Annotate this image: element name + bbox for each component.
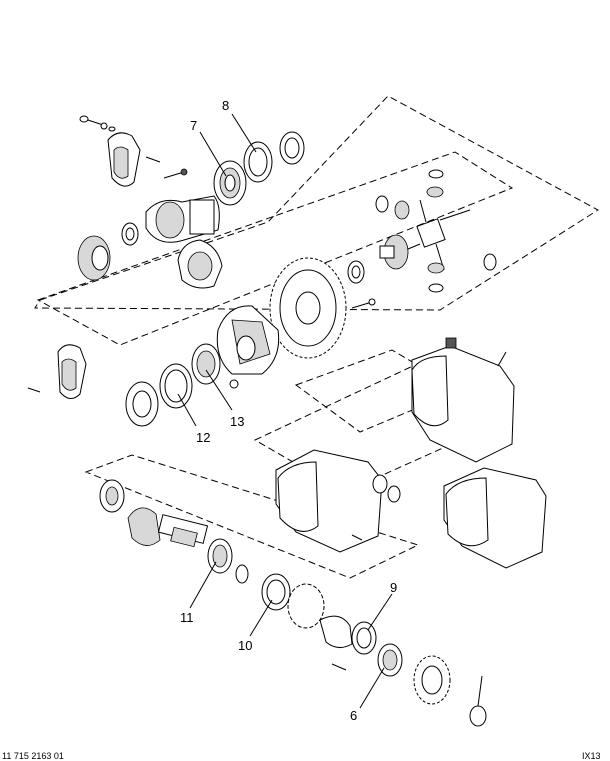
- bearing-cup-8: [243, 141, 273, 183]
- carrier-housing-middle: [275, 449, 401, 553]
- pinion-shaft: [127, 507, 209, 548]
- callout-12: 12: [196, 430, 210, 445]
- callout-7: 7: [190, 118, 197, 133]
- bearing-cup-9: [351, 621, 377, 655]
- spacer-washer-lower: [235, 564, 249, 584]
- callout-numbers: 7 8 12 13 11 10 9 6: [180, 98, 397, 723]
- carrier-housing-upper: [411, 337, 515, 463]
- figure-id-left: 11 715 2163 01: [2, 751, 64, 761]
- bearing-cap-upper: [107, 132, 161, 187]
- differential-case-half-left: [145, 195, 220, 243]
- thrust-washer-right: [347, 260, 365, 284]
- carrier-housing-lower: [443, 467, 547, 569]
- ring-gear-bolt: [351, 298, 376, 309]
- bearing-cup-12: [159, 363, 193, 409]
- bearing-cone-11: [207, 538, 233, 574]
- side-gear-left: [77, 235, 111, 281]
- callout-11: 11: [180, 610, 194, 625]
- callout-13: 13: [230, 414, 244, 429]
- thrust-washer-left: [121, 222, 139, 246]
- side-gear-right: [379, 234, 409, 270]
- bearing-cup-10: [261, 573, 291, 611]
- spider-cross: [395, 199, 471, 271]
- callout-6: 6: [350, 708, 357, 723]
- adjuster-ring-middle: [125, 381, 159, 427]
- leader-lines: [177, 113, 393, 709]
- bearing-retainer-plate: [287, 583, 353, 671]
- pinion-gears-spider: [375, 169, 497, 293]
- nut-small-middle: [229, 379, 239, 389]
- adjuster-ring-upper: [279, 131, 305, 165]
- nut-lower-right: [469, 675, 487, 727]
- bolt-small-upper: [163, 168, 188, 179]
- bearing-cap-middle: [27, 344, 87, 399]
- washer-left-lower: [99, 479, 125, 513]
- bolt-upper-left: [79, 115, 116, 132]
- bearing-cone-7: [213, 160, 247, 206]
- callout-9: 9: [390, 580, 397, 595]
- figure-id-right: IX13: [582, 751, 601, 761]
- drive-gear-lower: [413, 655, 451, 705]
- callout-10: 10: [238, 638, 252, 653]
- callout-8: 8: [222, 98, 229, 113]
- ring-gear: [269, 257, 347, 359]
- differential-case-with-gear: [216, 305, 280, 375]
- bearing-cone-13: [191, 343, 221, 385]
- differential-case-half-lower: [177, 239, 223, 289]
